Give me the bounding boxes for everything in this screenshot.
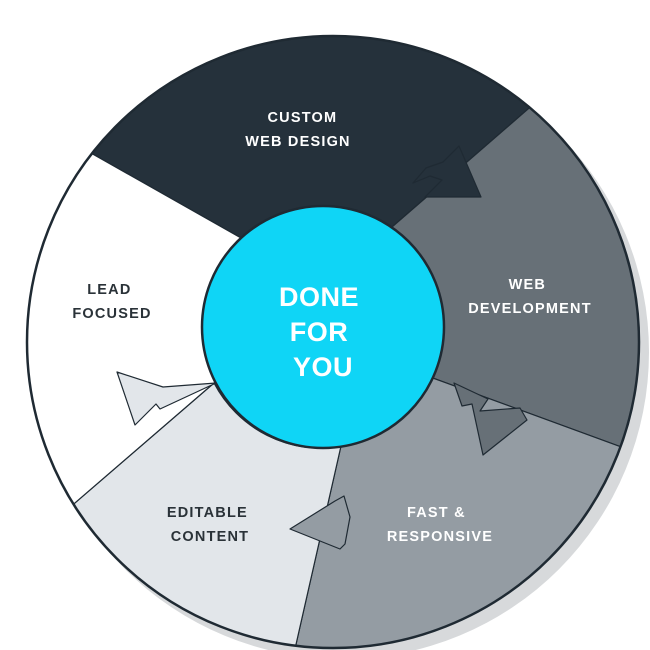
label-fast-responsive-line-2: RESPONSIVE <box>387 529 493 545</box>
center-label: DONE FOR YOU <box>279 282 367 382</box>
label-lead-focused-line-1: LEAD <box>87 282 131 298</box>
arrow-responsive-to-content <box>289 495 351 550</box>
label-fast-responsive: FAST & RESPONSIVE <box>387 505 493 545</box>
label-editable-content-line-1: EDITABLE <box>167 505 248 521</box>
label-lead-focused-line-2: FOCUSED <box>72 306 151 322</box>
label-custom-web-design-line-1: CUSTOM <box>267 110 337 126</box>
arrow-content-to-lead <box>116 371 217 426</box>
center-label-line-1: DONE <box>279 282 359 312</box>
center-label-line-2: FOR <box>290 317 349 347</box>
arrow-design-to-development <box>412 145 482 198</box>
label-fast-responsive-line-1: FAST & <box>407 505 466 521</box>
label-web-development-line-1: WEB <box>509 277 546 293</box>
label-editable-content: EDITABLE CONTENT <box>167 505 253 545</box>
arrow-development-to-responsive <box>453 382 528 456</box>
outer-ring <box>25 34 641 650</box>
label-custom-web-design-line-2: WEB DESIGN <box>245 134 350 150</box>
label-lead-focused: LEAD FOCUSED <box>72 282 151 322</box>
label-editable-content-line-2: CONTENT <box>171 529 249 545</box>
label-custom-web-design: CUSTOM WEB DESIGN <box>245 110 350 150</box>
center-label-line-3: YOU <box>293 352 353 382</box>
center-hub <box>200 204 446 450</box>
label-web-development: WEB DEVELOPMENT <box>468 277 592 317</box>
label-web-development-line-2: DEVELOPMENT <box>468 301 592 317</box>
